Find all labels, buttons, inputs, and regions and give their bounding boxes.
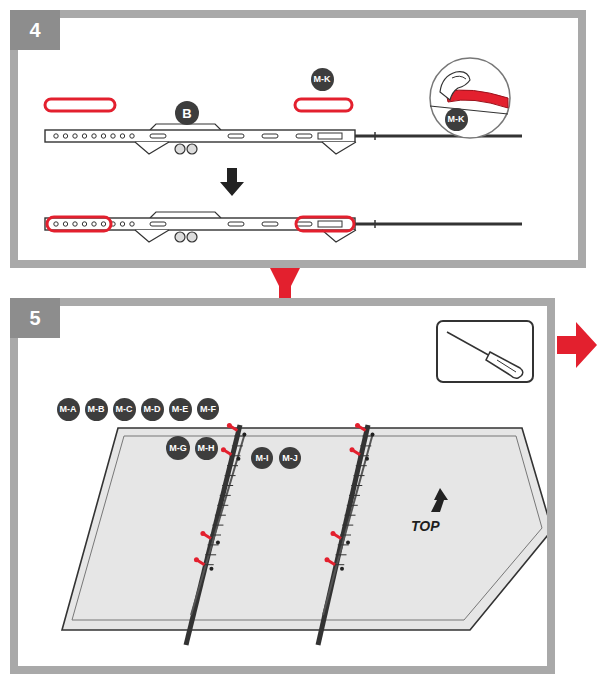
part-code: M-E: [172, 405, 189, 414]
detail-inset: [430, 58, 510, 138]
screwdriver-icon: [437, 321, 533, 382]
part-code: M-F: [200, 405, 216, 414]
part-code: M-H: [198, 444, 215, 453]
part-code: M-J: [282, 454, 298, 463]
wall-bracket: [45, 212, 522, 242]
part-code: B: [182, 107, 191, 120]
callout-circle: M-J: [279, 447, 301, 469]
step-panel: 5M-A M-B M-C M-D M-E M-F M-G M-H M-I M-J: [10, 298, 555, 674]
next-step-arrow: [557, 322, 597, 368]
step-number: 5: [10, 298, 60, 338]
callout-circle: M-C: [113, 398, 136, 421]
callout-circle: M-B: [85, 398, 108, 421]
callout-circle: M-K: [445, 108, 468, 131]
spacer-strip: [45, 99, 115, 111]
part-code: M-D: [144, 405, 161, 414]
top-arrow: [431, 488, 448, 512]
mounting-rail: [318, 423, 375, 645]
part-code: M-K: [314, 75, 331, 84]
callout-circle: M-E: [169, 398, 192, 421]
callout-circle: M-D: [141, 398, 164, 421]
part-code: M-G: [169, 444, 187, 453]
part-code: M-B: [88, 405, 105, 414]
part-code: M-C: [116, 405, 133, 414]
spacer-strip: [295, 99, 352, 111]
step-flow-arrow: [279, 268, 291, 298]
step-number: 4: [10, 10, 60, 50]
orientation-label: TOP: [411, 518, 440, 534]
mounting-rail: [186, 423, 246, 645]
part-code: M-K: [448, 115, 465, 124]
callout-circle: M-K: [311, 68, 334, 91]
callout-circle: M-I: [251, 447, 273, 469]
callout-circle: M-G: [166, 436, 190, 460]
step-arrow: [220, 168, 244, 196]
part-code: M-A: [60, 405, 77, 414]
step-panel: 4B M-K M-K: [10, 10, 586, 268]
callout-circle: M-F: [197, 398, 219, 420]
callout-circle: M-H: [195, 437, 218, 460]
tv-back: [62, 428, 552, 630]
callout-circle: M-A: [57, 398, 80, 421]
part-code: M-I: [256, 454, 269, 463]
callout-circle: B: [175, 101, 199, 125]
